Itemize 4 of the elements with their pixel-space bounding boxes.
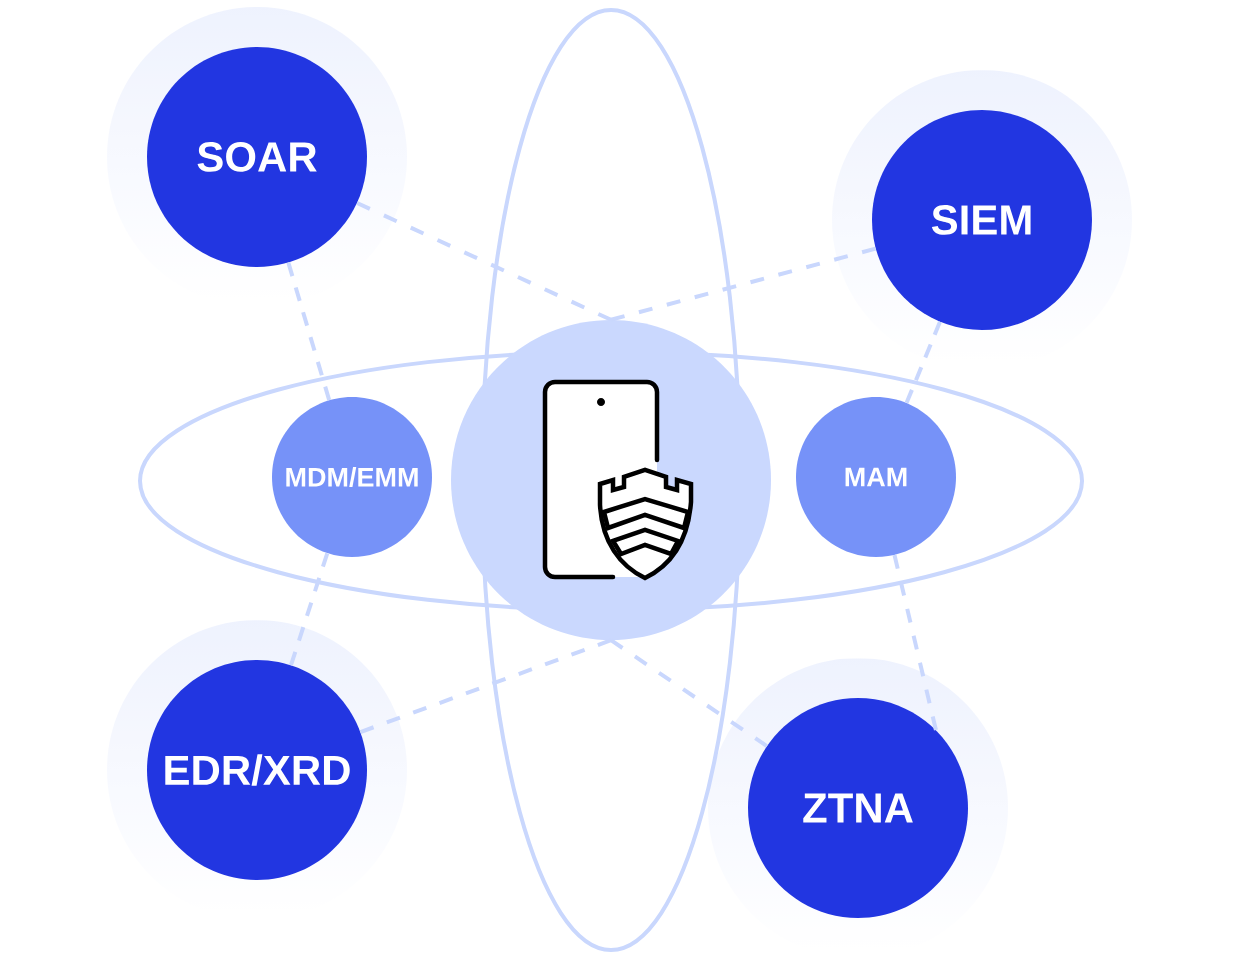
circle-node: EDR/XRD <box>147 660 367 880</box>
circle-node: SIEM <box>872 110 1092 330</box>
circle-node: SOAR <box>147 47 367 267</box>
circle-node: ZTNA <box>748 698 968 918</box>
